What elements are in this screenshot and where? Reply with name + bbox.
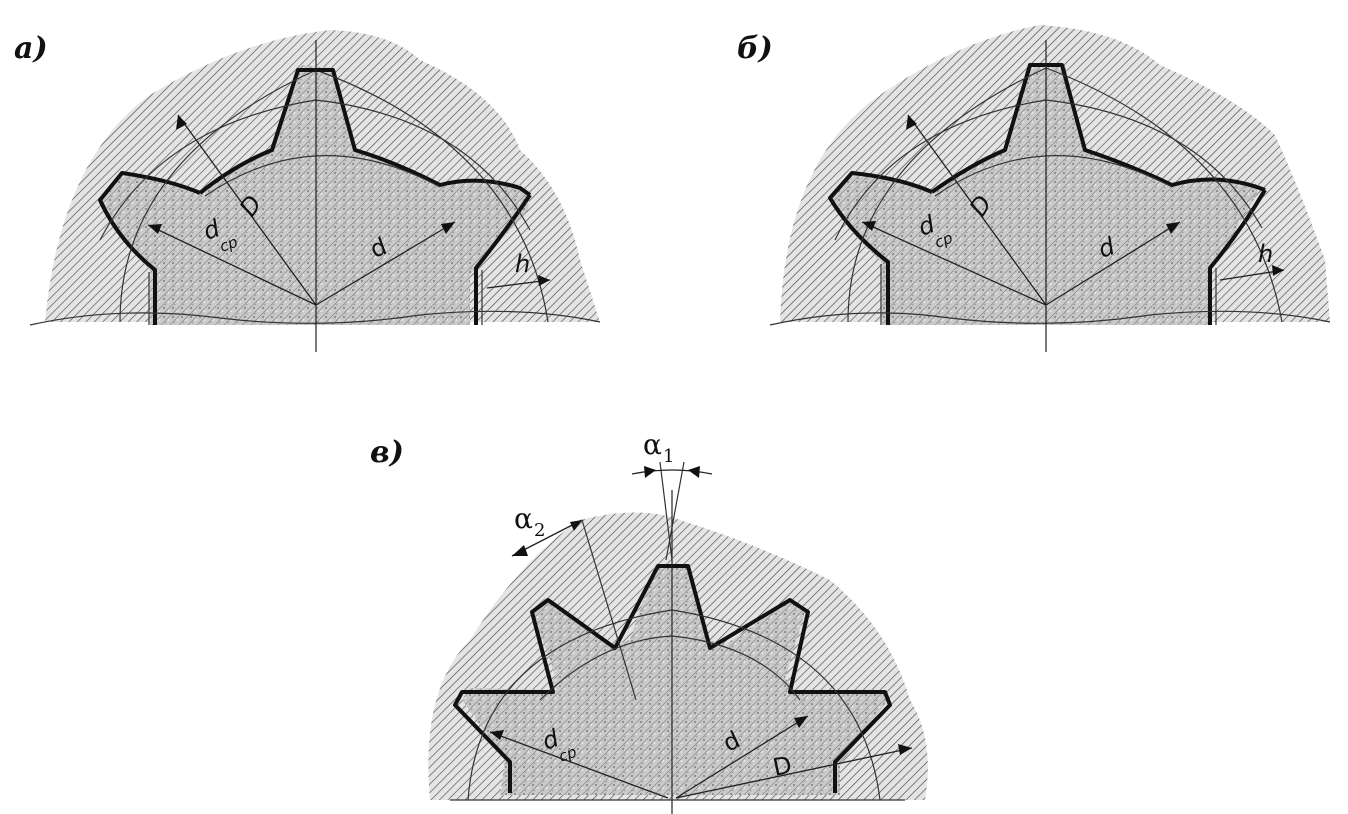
panel-c-alpha1-line-right [665, 461, 685, 561]
panel-b-minor-diameter-arc [934, 155, 1173, 197]
panel-c-alpha1-arrow-right [688, 466, 700, 478]
panel-a-minor-diameter-arc [204, 155, 441, 197]
panel-a-dim-h-arrow [538, 275, 550, 286]
panel-b-h-label: h [1258, 240, 1273, 268]
panel-a-dim-d-arrow [441, 222, 455, 234]
panel-c-dim-D-line [675, 747, 913, 799]
panel-c: в) α 1 α 2 d ср d D [370, 428, 928, 814]
panel-b-label: б) [737, 31, 773, 66]
panel-b-dim-dcp-arrow [862, 221, 876, 231]
panel-b-dim-h-arrow [1272, 265, 1284, 276]
panel-c-alpha1-arrow-left [644, 466, 656, 478]
panel-c-dim-dcp-line [489, 731, 669, 799]
panel-b-dim-dcp-line [861, 221, 1047, 306]
panel-c-alpha2-arrow-right [570, 520, 582, 531]
panel-c-D-label: D [770, 751, 794, 782]
panel-a-dim-D-line [177, 114, 317, 306]
panel-c-dim-dcp-arrow [490, 730, 504, 740]
panel-b-dcp-sub: ср [932, 229, 955, 252]
panel-a-dim-dcp-arrow [148, 224, 162, 234]
panel-a-shaft [100, 65, 529, 325]
panel-c-dim-D-arrow [898, 744, 912, 755]
panel-c-alpha2-line [581, 519, 637, 701]
panel-c-alpha1-line-left [659, 461, 673, 561]
panel-c-alpha1-arc [631, 469, 713, 475]
panel-c-alpha2-arrow-left [512, 545, 528, 556]
panel-c-alpha1-label: α [643, 428, 662, 461]
panel-a-dcp-sub: ср [217, 233, 240, 256]
panel-b-dim-d-arrow [1166, 222, 1180, 234]
panel-a-dim-d-line [315, 221, 456, 306]
panel-b-dim-D-arrow [906, 115, 917, 130]
panel-a-h-label: h [515, 250, 530, 278]
panel-a: а) D d ср d h [14, 30, 601, 352]
panel-b-dim-D-line [907, 114, 1047, 306]
panel-b-shaft [830, 65, 1260, 325]
panel-a-profile-outline [98, 68, 532, 325]
panel-a-dim-D-arrow [176, 115, 187, 130]
panel-c-label: в) [370, 435, 404, 470]
panel-c-dim-d-arrow [794, 716, 808, 728]
panel-a-label: а) [14, 31, 48, 66]
panel-c-dim-d-line [675, 715, 809, 799]
panel-c-dcp-sub: ср [556, 743, 579, 766]
panel-a-base-line [29, 310, 601, 326]
panel-b-base-line [769, 310, 1331, 326]
panel-c-shaft [462, 565, 888, 795]
panel-b-profile-outline [828, 63, 1267, 325]
panel-b-dim-d-line [1045, 221, 1181, 306]
panel-b: б) D d ср d h [737, 25, 1331, 352]
panel-c-alpha1-sub: 1 [663, 446, 674, 467]
panel-a-dim-dcp-line [147, 224, 317, 306]
panel-c-alpha2-label: α [514, 502, 533, 535]
panel-c-alpha2-sub: 2 [534, 520, 545, 541]
